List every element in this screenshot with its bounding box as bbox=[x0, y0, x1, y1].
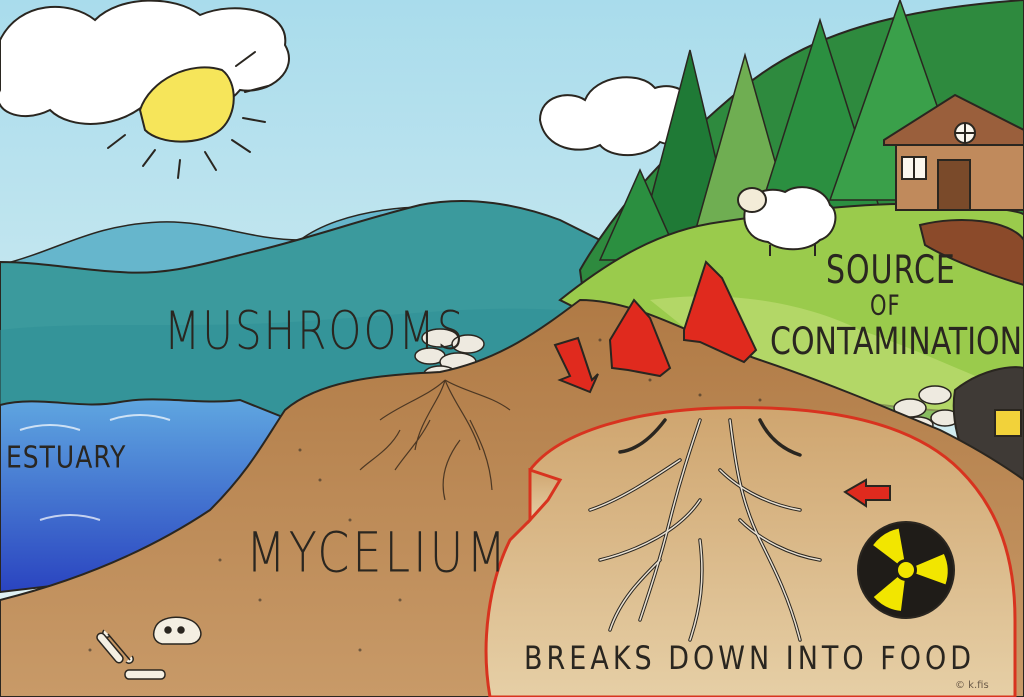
skull-icon bbox=[152, 616, 202, 645]
mushrooms-label: MUSHROOMS bbox=[164, 300, 466, 362]
mycelium-roots bbox=[589, 419, 821, 641]
source-label: SOURCE bbox=[826, 248, 956, 294]
mycelium-roots bbox=[359, 379, 511, 501]
arrow-icon bbox=[553, 260, 891, 508]
artist-signature: © k.fis bbox=[955, 680, 989, 691]
breaks-down-label: BREAKS DOWN INTO FOOD bbox=[524, 640, 976, 678]
sheep-icon bbox=[737, 186, 837, 256]
bone-icon bbox=[96, 629, 166, 680]
cabin-icon bbox=[883, 93, 1024, 211]
radiation-icon bbox=[857, 521, 955, 619]
mycelium-label: MYCELIUM bbox=[246, 520, 510, 585]
contamination-label: CONTAMINATION bbox=[770, 320, 1023, 364]
sun-icon bbox=[107, 51, 269, 179]
of-label: OF bbox=[870, 290, 901, 322]
estuary-label: ESTUARY bbox=[6, 440, 127, 475]
magnified-soil-view bbox=[484, 406, 1017, 697]
garden-bed bbox=[918, 219, 1024, 287]
